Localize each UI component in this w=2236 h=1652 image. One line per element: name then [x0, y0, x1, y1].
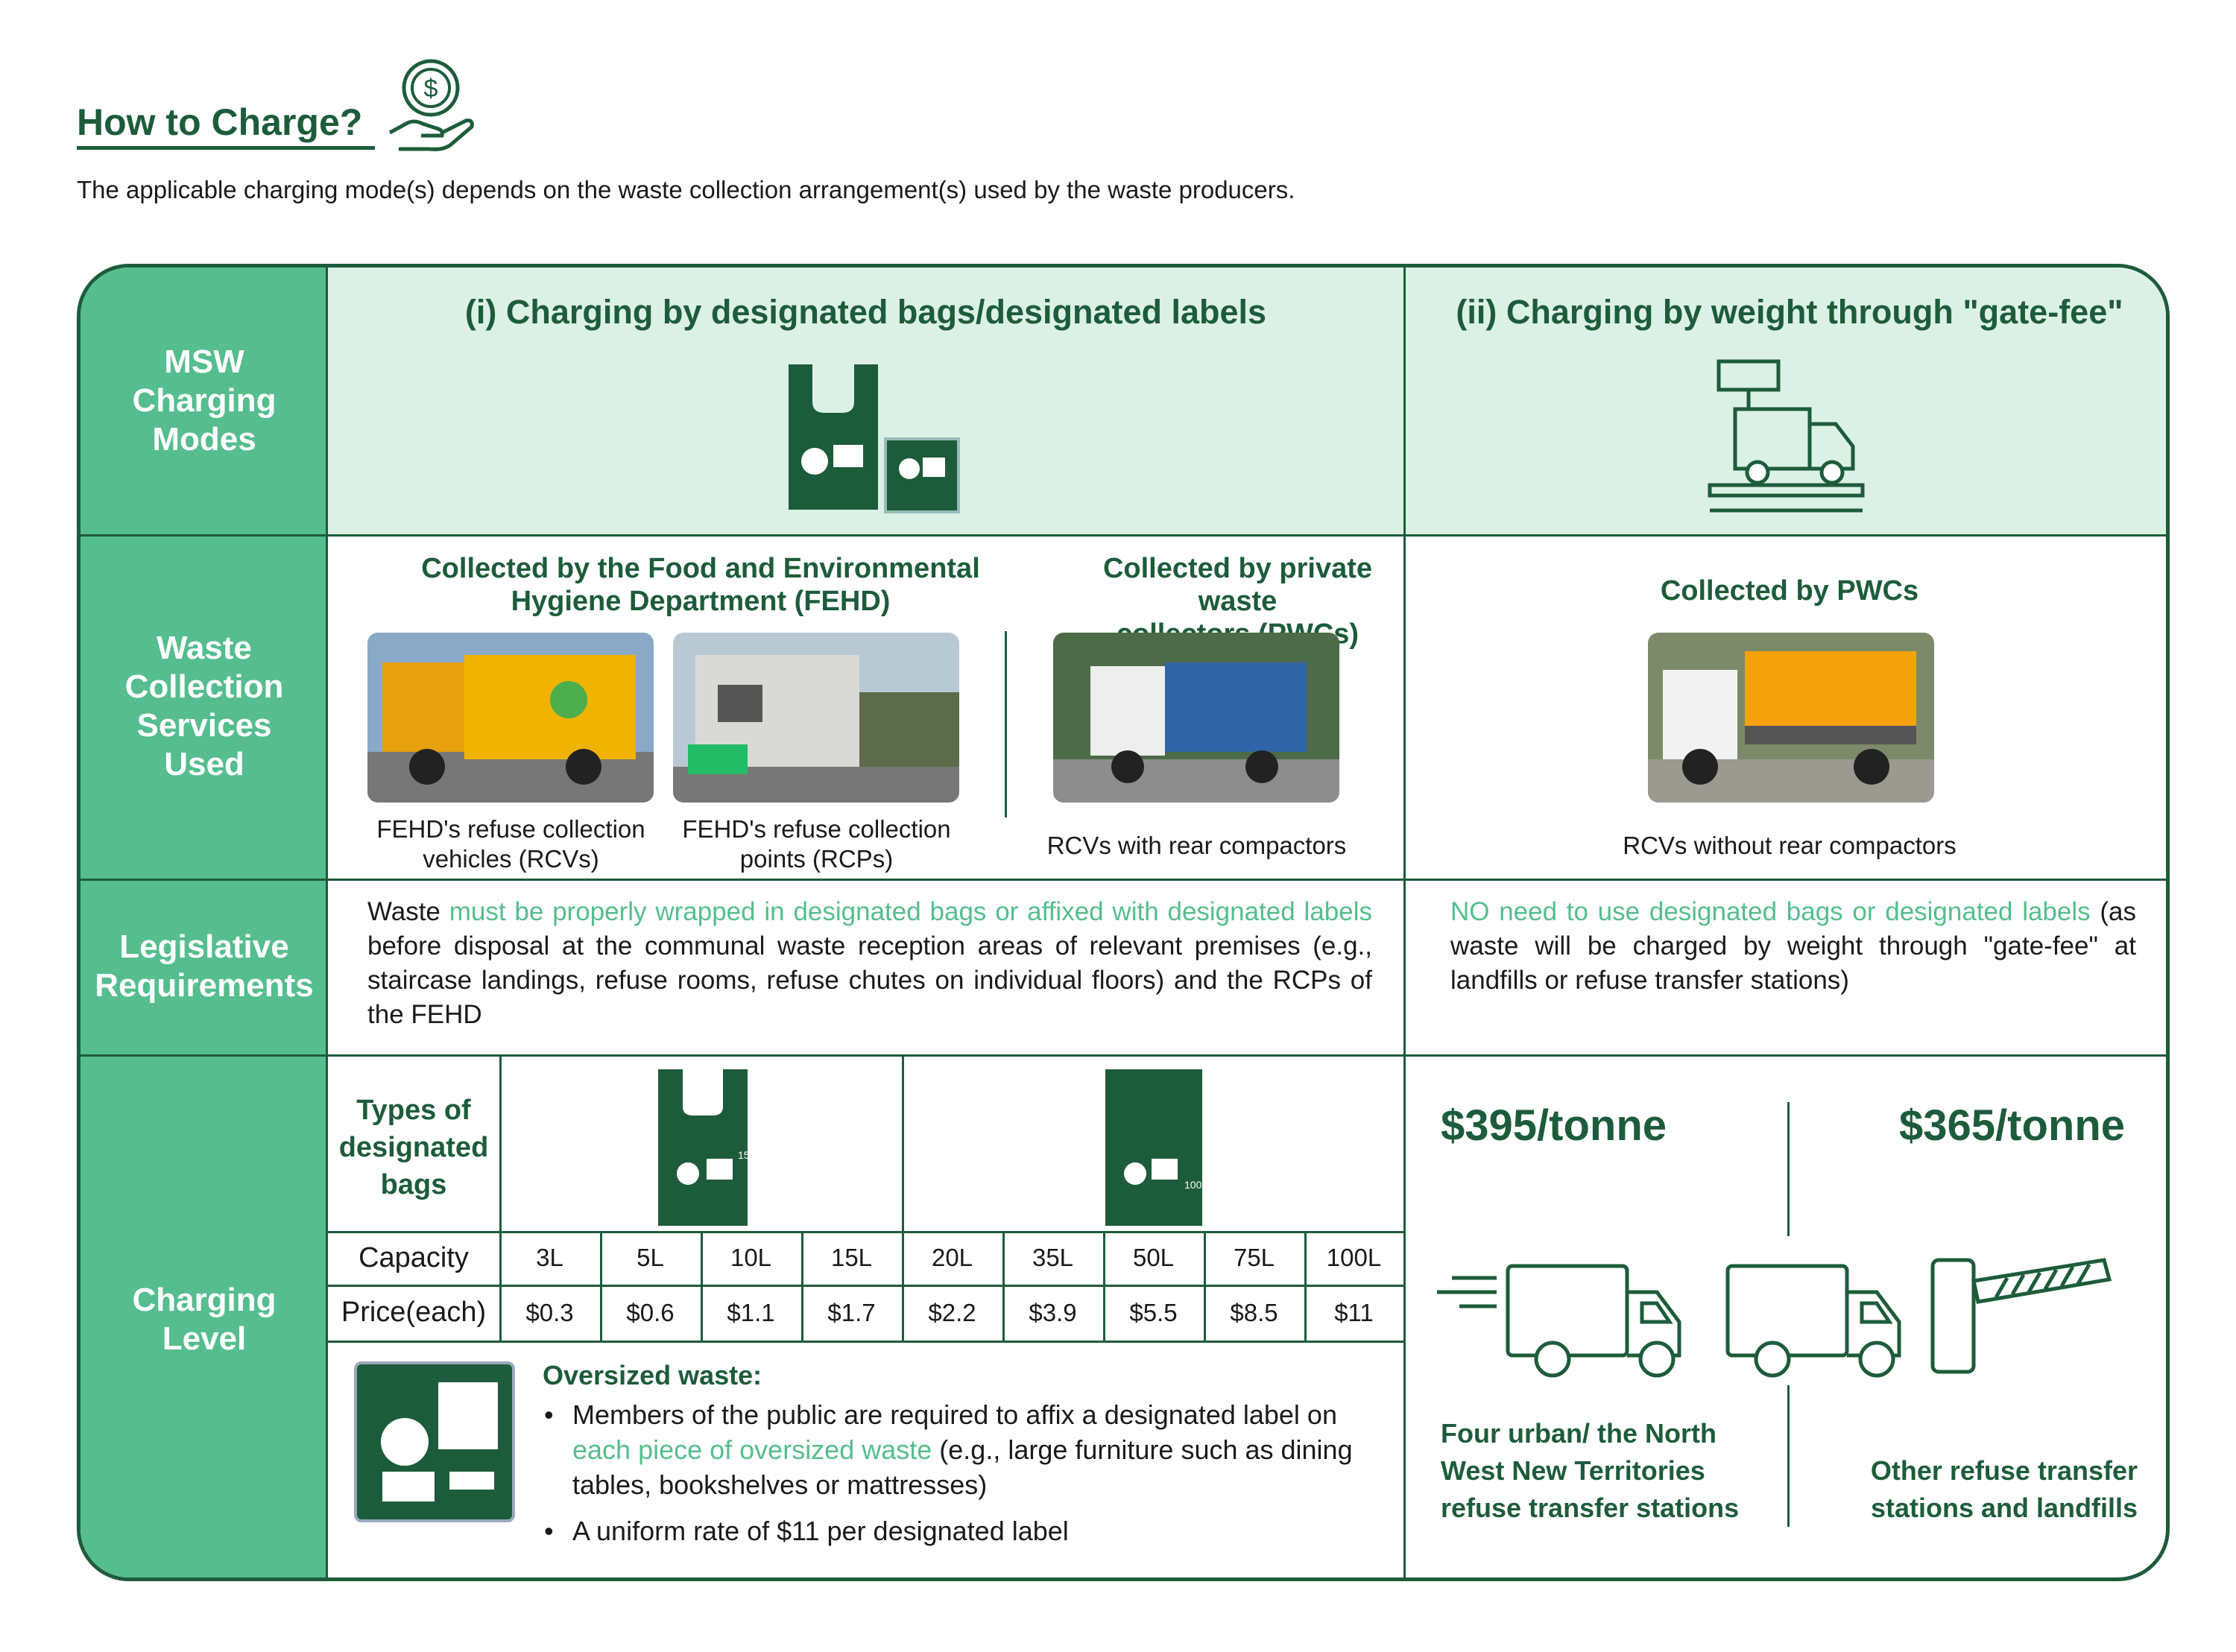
truck-icon [1506, 1264, 1681, 1378]
price-cell: $1.1 [727, 1298, 775, 1326]
capacity-cell: 35L [1032, 1244, 1074, 1271]
capacity-cell: 10L [730, 1244, 772, 1271]
designated-bag-icon [789, 364, 960, 513]
caption-rear-compactor: RCVs with rear compactors [1046, 832, 1347, 859]
price-cell: $0.3 [525, 1298, 574, 1326]
row-label-column [80, 268, 328, 1577]
oversized-bullet-1: Members of the public are required to af… [572, 1399, 1353, 1500]
price-cell: $8.5 [1230, 1298, 1278, 1326]
pwc-rear-compactor-photo [1053, 633, 1339, 803]
large-bag-icon: 100 [1105, 1069, 1202, 1226]
caption-no-rear-compactor: RCVs without rear compactors [1623, 832, 1956, 859]
capacity-cell: 50L [1132, 1244, 1175, 1271]
pwc-no-compactor-photo [1648, 633, 1934, 803]
oversized-heading: Oversized waste: [543, 1360, 762, 1390]
svg-text:100: 100 [1184, 1179, 1202, 1191]
modes-row-bg [328, 268, 2166, 534]
weighbridge-truck-icon [1708, 359, 1865, 513]
capacity-cell: 15L [830, 1244, 873, 1271]
price-other: $365/tonne [1899, 1101, 2125, 1150]
capacity-cell: 20L [931, 1244, 973, 1271]
title-underline [77, 146, 375, 150]
legislative-weight-text: NO need to use designated bags or design… [1450, 897, 2136, 995]
truck-icon [1725, 1264, 1901, 1378]
price-cell: $1.7 [827, 1298, 876, 1326]
barrier-gate-icon [1930, 1258, 2112, 1374]
oversized-bullet-2: A uniform rate of $11 per designated lab… [572, 1516, 1069, 1546]
price-urban: $395/tonne [1441, 1101, 1667, 1150]
capacity-cell: 3L [536, 1244, 563, 1271]
capacity-cell: 5L [637, 1244, 664, 1271]
mode-bags-title: (i) Charging by designated bags/designat… [464, 293, 1267, 331]
price-cell: $5.5 [1129, 1298, 1178, 1326]
price-label: Price(each) [341, 1297, 487, 1328]
svg-text:15: 15 [738, 1149, 750, 1161]
fehd-rcp-photo [673, 633, 959, 803]
svg-text:$: $ [424, 75, 438, 103]
fehd-rcv-photo [367, 633, 654, 803]
oversized-label-icon [354, 1361, 515, 1522]
gate-fee-illustration [1437, 1258, 2112, 1378]
capacity-label: Capacity [359, 1241, 469, 1273]
page-title: How to Charge? [77, 101, 363, 143]
small-bag-icon: 15 [658, 1069, 750, 1226]
legislative-bags-text: Waste must be properly wrapped in design… [367, 897, 1372, 1029]
speed-lines [1437, 1276, 1497, 1308]
capacity-cell: 75L [1233, 1244, 1275, 1271]
hand-coin-icon: $ [388, 59, 474, 151]
price-cell: $2.2 [928, 1298, 976, 1326]
capacity-cell: 100L [1326, 1244, 1382, 1271]
page-subtitle: The applicable charging mode(s) depends … [77, 176, 1295, 203]
price-cell: $0.6 [626, 1298, 675, 1326]
pwc-gatefee-heading: Collected by PWCs [1660, 575, 1919, 607]
price-cell: $3.9 [1029, 1298, 1077, 1326]
price-cell: $11 [1334, 1298, 1374, 1326]
mode-weight-title: (ii) Charging by weight through "gate-fe… [1456, 293, 2123, 331]
